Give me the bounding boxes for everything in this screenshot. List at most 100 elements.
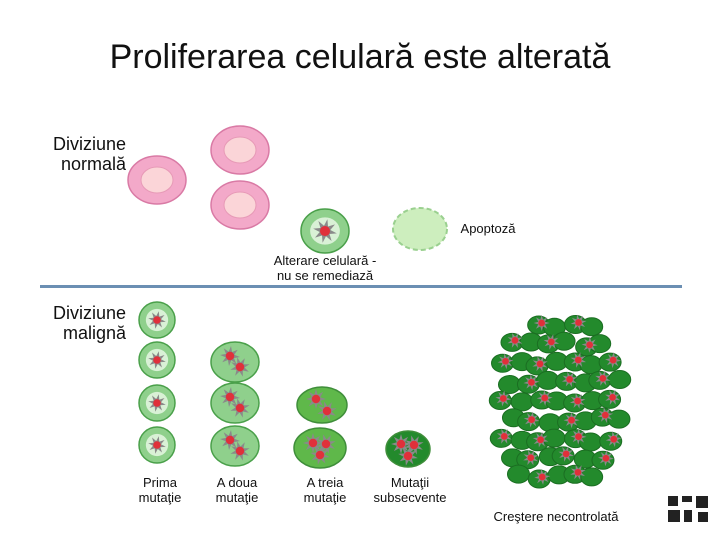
nucleus <box>568 416 575 424</box>
nucleus <box>602 454 610 462</box>
nucleus <box>225 392 235 402</box>
tumor-cell <box>580 467 604 487</box>
nucleus <box>311 394 321 404</box>
nucleus <box>527 454 535 462</box>
nucleus <box>511 337 519 344</box>
cell-nucleus <box>140 166 174 194</box>
nucleus <box>609 394 616 401</box>
alteration-label-line1: Alterare celulară - <box>273 253 377 268</box>
nucleus <box>528 416 535 423</box>
normal-division-label-line2: normală <box>60 154 126 174</box>
malignant-division-label-line1: Diviziune <box>52 303 126 323</box>
nucleus <box>528 378 535 386</box>
nucleus <box>153 356 161 364</box>
nucleus <box>500 433 508 440</box>
logo-block <box>668 510 680 522</box>
mutant-cell <box>293 427 347 469</box>
healthy-cell <box>138 341 176 379</box>
apoptosis-cell <box>392 207 448 251</box>
nucleus <box>319 225 331 237</box>
third-mutation-label-line2: mutaţie <box>303 490 347 505</box>
tumor-cell <box>506 464 530 484</box>
second-mutation-cell <box>210 425 260 467</box>
tumor-cell <box>542 428 566 448</box>
nucleus <box>575 319 582 326</box>
malignant-division-label: Diviziune malignă <box>20 303 126 343</box>
logo-block <box>682 496 692 502</box>
cell-nucleus <box>223 191 257 219</box>
nucleus <box>153 399 161 407</box>
second-mutation-cell <box>210 341 260 383</box>
logo-block <box>696 496 708 508</box>
nucleus <box>599 374 607 382</box>
first-mutation-label-line2: mutaţie <box>138 490 182 505</box>
slide-title: Proliferarea celulară este alterată <box>109 38 611 76</box>
nucleus <box>601 411 609 419</box>
malignant-division-label-line2: malignă <box>62 323 126 343</box>
healthy-cell <box>138 301 176 339</box>
nucleus <box>586 341 593 349</box>
tumor-cell <box>580 317 604 337</box>
logo-block <box>698 512 708 522</box>
nucleus <box>396 439 406 449</box>
nucleus <box>235 446 245 456</box>
apoptosis-label: Apoptoză <box>460 221 516 236</box>
alteration-label: Alterare celulară - nu se remediază <box>250 253 400 283</box>
nucleus <box>610 435 618 443</box>
normal-cell <box>210 125 270 175</box>
nucleus <box>235 403 245 413</box>
nucleus <box>538 319 546 327</box>
healthy-cell <box>300 208 350 254</box>
logo-block <box>668 496 678 506</box>
nucleus <box>153 441 161 449</box>
nucleus <box>538 473 546 481</box>
nucleus <box>566 376 573 383</box>
subsequent-mutations-label-line1: Mutaţii <box>390 475 430 490</box>
nucleus <box>235 362 245 372</box>
cell-membrane <box>293 427 347 469</box>
third-mutation-label: A treia mutaţie <box>290 475 360 505</box>
alteration-label-line2: nu se remediază <box>276 268 374 283</box>
nucleus <box>403 451 413 461</box>
first-mutation-label: Prima mutaţie <box>128 475 192 505</box>
nucleus <box>562 450 570 458</box>
tumor-cell <box>552 331 576 351</box>
normal-cell <box>210 180 270 230</box>
mutant-cell <box>385 430 431 468</box>
logo <box>668 496 708 522</box>
normal-cell <box>127 155 187 205</box>
nucleus <box>537 436 544 444</box>
nucleus <box>502 357 509 365</box>
nucleus <box>536 360 544 368</box>
mutant-cell <box>296 386 348 424</box>
nucleus <box>548 338 555 346</box>
nucleus <box>409 440 419 450</box>
second-mutation-label-line1: A doua <box>216 475 258 490</box>
nucleus <box>574 397 581 405</box>
nucleus <box>574 468 582 476</box>
normal-division-label: Diviziune normală <box>20 134 126 174</box>
nucleus <box>322 406 332 416</box>
tumor-cell <box>579 432 603 452</box>
tumor-cell <box>608 370 632 390</box>
subsequent-mutations-label: Mutaţii subsecvente <box>360 475 460 505</box>
first-mutation-label-line1: Prima <box>143 475 177 490</box>
cell-nucleus <box>223 136 257 164</box>
nucleus <box>153 316 161 324</box>
nucleus <box>225 435 235 445</box>
nucleus <box>225 351 235 361</box>
nucleus <box>574 356 582 364</box>
second-mutation-label-line2: mutaţie <box>215 490 259 505</box>
normal-division-label-line1: Diviziune <box>52 134 126 154</box>
healthy-cell <box>138 384 176 422</box>
third-mutation-label-line1: A treia <box>306 475 344 490</box>
cell-membrane <box>392 207 448 251</box>
subsequent-mutations-label-line2: subsecvente <box>373 490 447 505</box>
nucleus <box>321 439 331 449</box>
healthy-cell <box>138 426 176 464</box>
uncontrolled-growth-label: Creştere necontrolată <box>493 509 619 524</box>
second-mutation-label: A doua mutaţie <box>202 475 272 505</box>
nucleus <box>499 395 507 402</box>
nucleus <box>609 356 617 364</box>
tumor-cell <box>510 392 534 412</box>
